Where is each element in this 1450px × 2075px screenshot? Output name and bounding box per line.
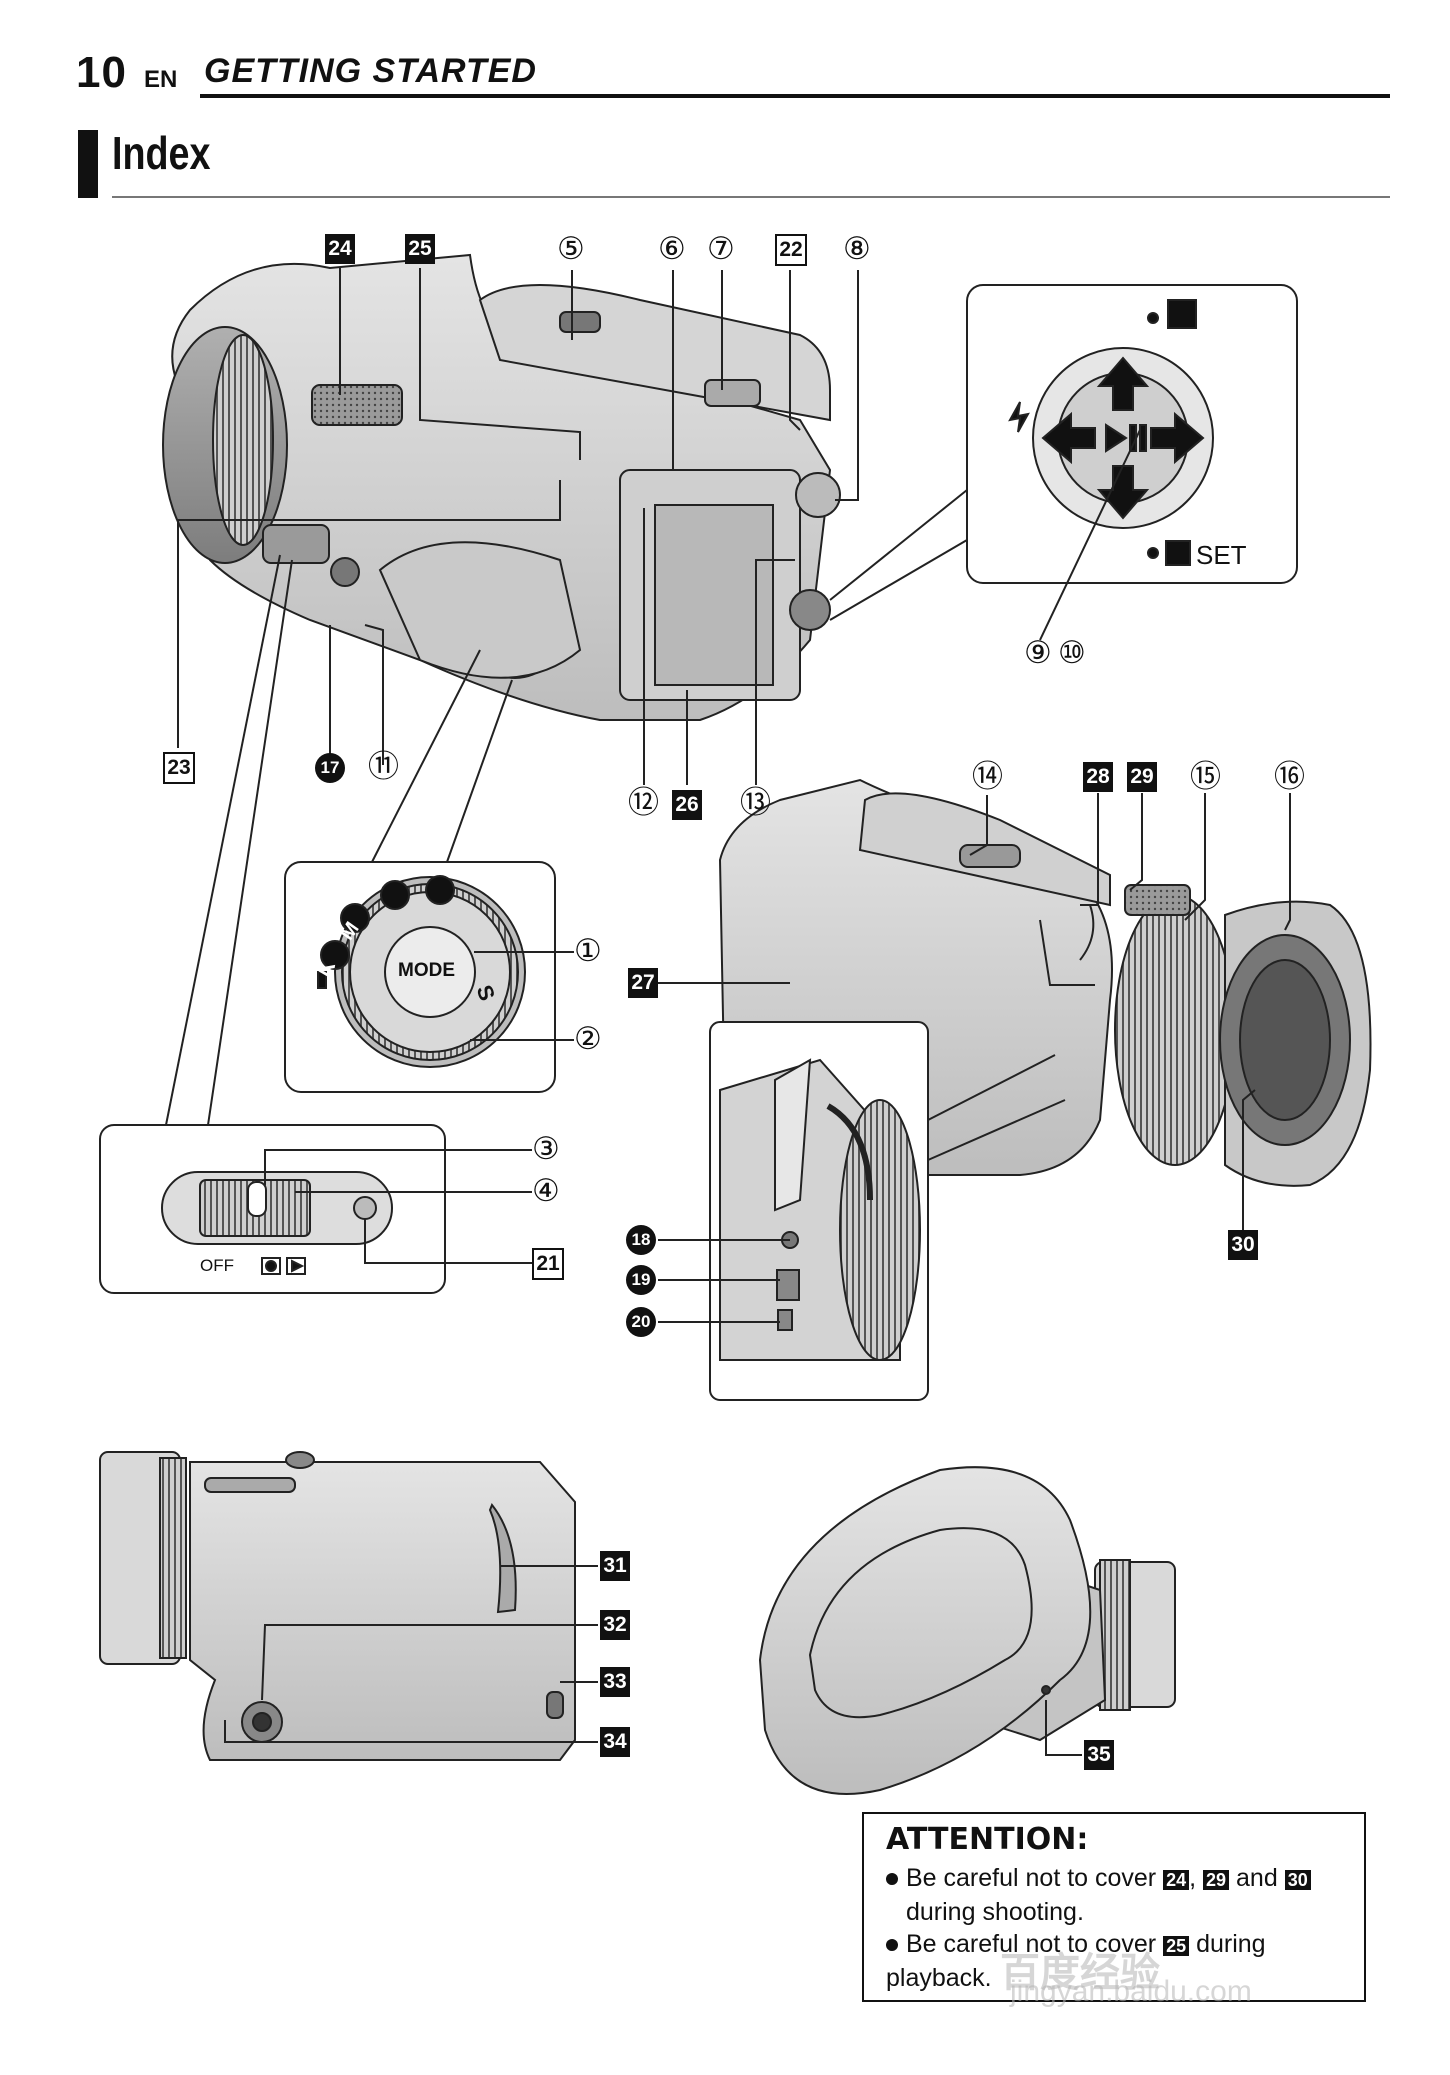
- callout-3: ③: [532, 1131, 560, 1167]
- callout-35: 35: [1084, 1740, 1114, 1770]
- callout-21: 21: [532, 1248, 564, 1280]
- callout-20: 20: [626, 1307, 656, 1337]
- watermark-url: jingyan.baidu.com: [1010, 1975, 1252, 2008]
- callout-22: 22: [775, 234, 807, 266]
- attention-box: [862, 1812, 1366, 2002]
- mode-dial-detail: [284, 861, 556, 1093]
- switch-off-label: OFF: [200, 1256, 234, 1275]
- callout-1: ①: [574, 933, 602, 969]
- page-number: 10: [76, 48, 127, 97]
- callout-26: 26: [672, 790, 702, 820]
- callout-7: ⑦: [707, 231, 735, 267]
- watermark-text: 百度经验: [1000, 1951, 1160, 1995]
- callout-30: 30: [1228, 1230, 1258, 1260]
- attention-title: ATTENTION:: [886, 1822, 1089, 1857]
- callout-33: 33: [600, 1667, 630, 1697]
- bullet-icon: [886, 1939, 898, 1952]
- camera-bottom-view: [758, 1466, 1176, 1795]
- callout-10: ⑩: [1058, 635, 1086, 671]
- callout-8: ⑧: [843, 231, 871, 267]
- callout-11: ⑪: [368, 749, 399, 785]
- callout-27: 27: [628, 968, 658, 998]
- callout-12: ⑫: [628, 785, 659, 821]
- ref-29: 29: [1203, 1870, 1230, 1890]
- callout-5: ⑤: [557, 231, 585, 267]
- ref-25: 25: [1163, 1936, 1190, 1956]
- header-rule: [200, 94, 1390, 98]
- camera-side-view: [99, 1451, 576, 1761]
- attention-item-2: Be careful not to cover 25 during playba…: [886, 1930, 1266, 1992]
- connector-detail: [709, 1021, 929, 1401]
- page-title: Index: [112, 127, 211, 179]
- callout-29: 29: [1127, 762, 1157, 792]
- callout-34: 34: [600, 1727, 630, 1757]
- callout-4: ④: [532, 1173, 560, 1209]
- callout-16: ⑯: [1274, 759, 1305, 795]
- set-label: SET: [1196, 540, 1247, 570]
- bullet-icon: [886, 1873, 898, 1886]
- callout-24: 24: [325, 234, 355, 264]
- leader-lines: [177, 268, 1291, 1756]
- callout-17: 17: [315, 753, 345, 783]
- power-switch-detail: [99, 1124, 446, 1294]
- callout-18: 18: [626, 1225, 656, 1255]
- callout-9: ⑨: [1024, 635, 1052, 671]
- callout-2: ②: [574, 1021, 602, 1057]
- callout-28: 28: [1083, 762, 1113, 792]
- title-bar: [78, 130, 98, 198]
- callout-13: ⑬: [740, 785, 771, 821]
- callout-25: 25: [405, 234, 435, 264]
- section-title: GETTING STARTED: [204, 52, 537, 90]
- mode-dial-center-label: MODE: [398, 960, 455, 981]
- title-rule: [112, 196, 1390, 198]
- control-pad-detail: [966, 284, 1298, 584]
- language-code: EN: [144, 66, 178, 93]
- callout-14: ⑭: [972, 759, 1003, 795]
- callout-6: ⑥: [658, 231, 686, 267]
- callout-31: 31: [600, 1551, 630, 1581]
- ref-30: 30: [1284, 1870, 1311, 1890]
- attention-item-1: Be careful not to cover 24, 29 and 30 du…: [886, 1862, 1356, 1928]
- camera-top-view: [162, 253, 841, 721]
- callout-19: 19: [626, 1265, 656, 1295]
- callout-15: ⑮: [1190, 759, 1221, 795]
- callout-32: 32: [600, 1610, 630, 1640]
- ref-24: 24: [1163, 1870, 1190, 1890]
- callout-23: 23: [163, 752, 195, 784]
